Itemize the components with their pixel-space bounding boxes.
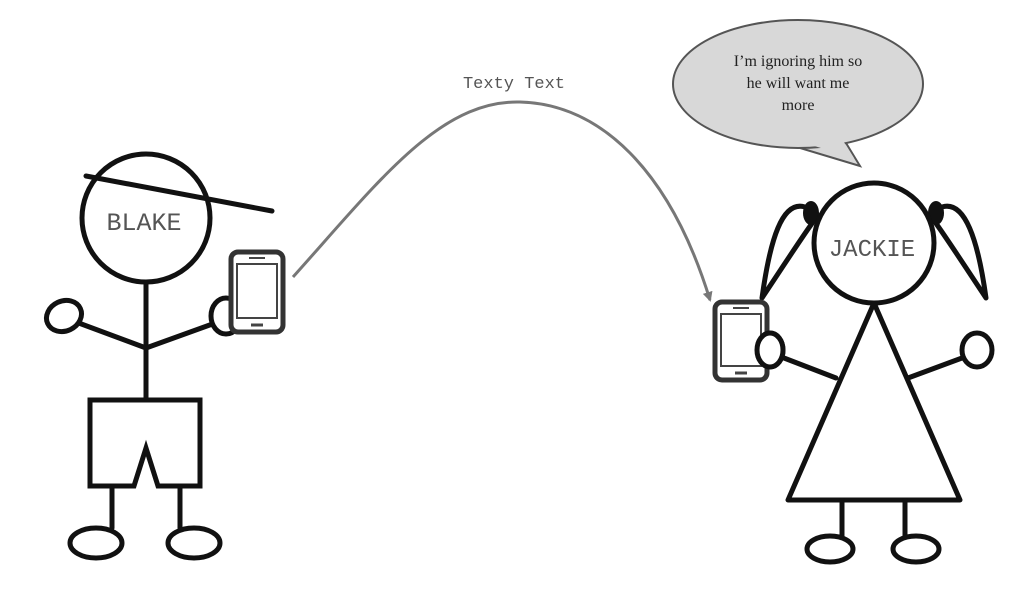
jackie-right-pigtail xyxy=(932,203,989,301)
jackie-right-foot xyxy=(890,533,942,565)
bubble-line-2: he will want me xyxy=(747,75,850,92)
jackie-right-hand xyxy=(959,330,995,370)
blake-left-hand xyxy=(43,297,85,335)
blake-phone-icon xyxy=(228,249,286,335)
jackie-dress xyxy=(785,300,963,503)
jackie-left-arm xyxy=(781,355,839,381)
blake-name: BLAKE xyxy=(106,209,181,238)
message-arrow xyxy=(291,100,713,302)
blake-left-foot xyxy=(67,525,125,561)
blake-right-arm xyxy=(143,319,221,351)
blake-right-foot xyxy=(165,525,223,561)
jackie-left-bow xyxy=(803,201,819,225)
blake-shorts xyxy=(87,397,203,489)
jackie-right-bow xyxy=(928,201,944,225)
jackie-grip-hand xyxy=(754,330,786,370)
blake-cap-brim xyxy=(83,173,275,214)
bubble-line-1: I’m ignoring him so xyxy=(734,53,862,70)
message-label: Texty Text xyxy=(463,75,565,94)
jackie-left-foot xyxy=(804,533,856,565)
jackie-name: JACKIE xyxy=(829,237,915,264)
jackie-phone-icon xyxy=(712,299,770,383)
jackie-left-pigtail xyxy=(759,203,816,301)
speech-bubble xyxy=(672,19,924,168)
blake-figure xyxy=(43,151,275,561)
jackie-right-arm xyxy=(905,355,965,381)
bubble-line-3: more xyxy=(782,97,815,114)
blake-left-arm xyxy=(73,319,149,351)
